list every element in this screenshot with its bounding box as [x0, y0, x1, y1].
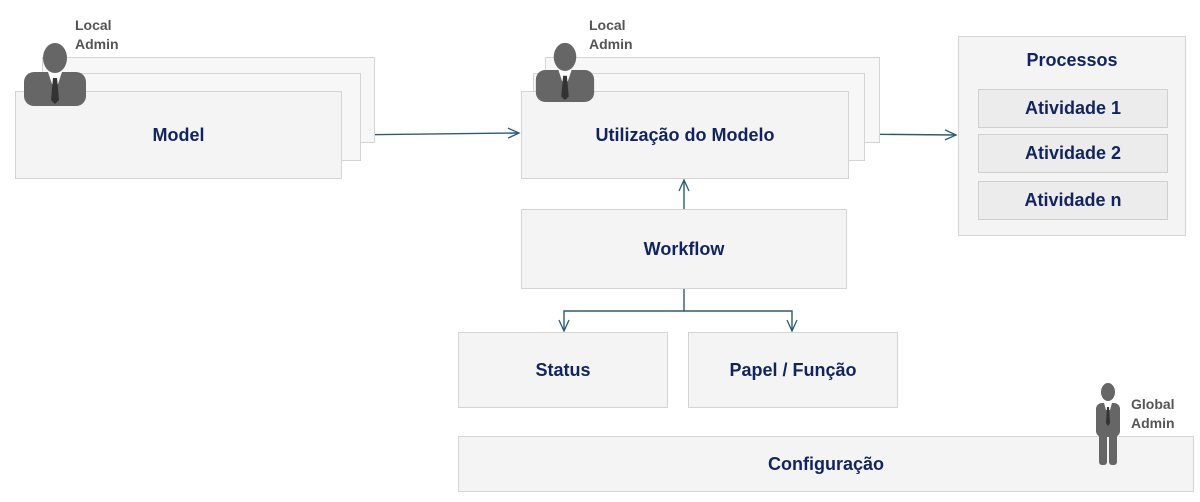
- admin-label-line: Local: [75, 17, 112, 33]
- global-admin-label: Global Admin: [1131, 395, 1175, 433]
- usage-label: Utilização do Modelo: [595, 124, 775, 145]
- admin-label-line: Local: [589, 17, 626, 33]
- activity-item: Atividade n: [978, 181, 1168, 220]
- activity-label: Atividade n: [1024, 190, 1122, 210]
- usage-box: Utilização do Modelo: [521, 91, 849, 179]
- local-admin-label: Local Admin: [589, 16, 633, 54]
- activity-item: Atividade 1: [978, 89, 1168, 128]
- activity-label: Atividade 1: [1024, 98, 1122, 118]
- admin-label-line: Global: [1131, 396, 1175, 412]
- arrow-workflow-to-status: [558, 288, 685, 333]
- status-label: Status: [535, 359, 591, 380]
- local-admin-label: Local Admin: [75, 16, 119, 54]
- standing-person-icon: [1096, 383, 1120, 465]
- admin-label-line: Admin: [589, 36, 633, 52]
- arrow-workflow-to-role: [684, 310, 798, 333]
- person-icon: [535, 42, 595, 102]
- role-label: Papel / Função: [729, 359, 857, 380]
- workflow-box: Workflow: [521, 209, 847, 289]
- admin-label-line: Admin: [75, 36, 119, 52]
- config-box: Configuração: [458, 436, 1194, 492]
- status-box: Status: [458, 332, 668, 408]
- person-icon: [24, 43, 86, 106]
- processes-title: Processos: [1026, 50, 1118, 70]
- activity-item: Atividade 2: [978, 134, 1168, 173]
- workflow-label: Workflow: [643, 238, 725, 259]
- model-label: Model: [152, 124, 205, 145]
- activity-label: Atividade 2: [1024, 143, 1122, 163]
- config-label: Configuração: [767, 453, 884, 474]
- admin-label-line: Admin: [1131, 415, 1175, 431]
- role-box: Papel / Função: [688, 332, 898, 408]
